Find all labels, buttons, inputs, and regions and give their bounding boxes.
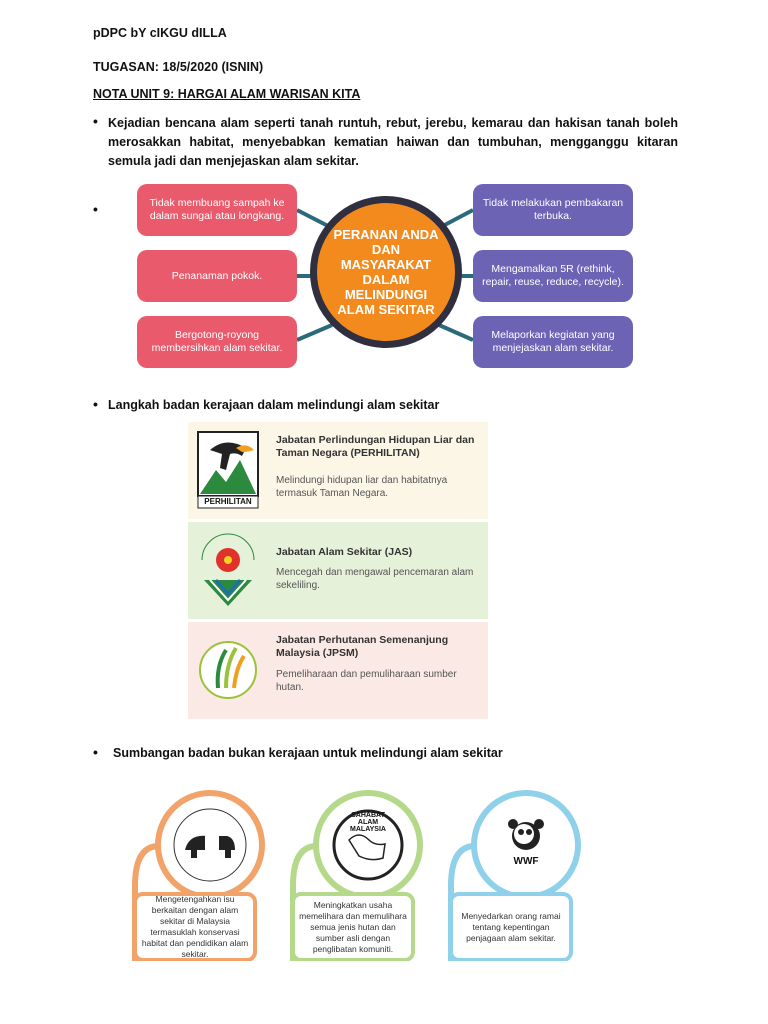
gov-heading: Langkah badan kerajaan dalam melindungi … <box>108 398 440 412</box>
ngo-heading: Sumbangan badan bukan kerajaan untuk mel… <box>113 746 503 760</box>
ngo-section: SAHABAT ALAM MALAYSIA WWF Mengetengahkan… <box>125 786 595 961</box>
agency-name: Jabatan Alam Sekitar (JAS) <box>276 546 413 558</box>
agency-name: Jabatan Perhutanan Semenanjung Malaysia … <box>276 634 449 659</box>
role-box-gotong-royong: Bergotong-royong membersihkan alam sekit… <box>137 316 297 368</box>
agency-desc: Pemeliharaan dan pemuliharaan sumber hut… <box>276 669 457 693</box>
role-box-plant-trees: Penanaman pokok. <box>137 250 297 302</box>
perhilitan-logo: PERHILITAN <box>196 430 260 510</box>
author-line: pDPC bY cIKGU dILLA <box>93 26 227 40</box>
ngo-desc-wwf: Menyedarkan orang ramai tentang kepentin… <box>449 892 573 961</box>
role-box-no-litter: Tidak membuang sampah ke dalam sungai at… <box>137 184 297 236</box>
panda-icon <box>508 819 544 850</box>
sahabat-alam-logo: SAHABAT ALAM MALAYSIA <box>313 790 423 900</box>
jpsm-logo <box>196 630 260 710</box>
jas-logo <box>196 530 260 610</box>
perhilitan-logo-text: PERHILITAN <box>204 497 252 506</box>
bullet-2: • <box>93 201 98 217</box>
role-box-5r: Mengamalkan 5R (rethink, repair, reuse, … <box>473 250 633 302</box>
agency-row-perhilitan: PERHILITAN Jabatan Perlindungan Hidupan … <box>188 422 488 519</box>
agency-desc: Mencegah dan mengawal pencemaran alam se… <box>276 567 474 591</box>
wwf-logo: WWF <box>471 790 581 900</box>
center-title: PERANAN ANDA DAN MASYARAKAT DALAM MELIND… <box>317 203 455 341</box>
intro-paragraph: Kejadian bencana alam seperti tanah runt… <box>108 116 678 168</box>
agency-row-jas: Jabatan Alam Sekitar (JAS) Mencegah dan … <box>188 522 488 619</box>
bullet-4: • <box>93 744 98 760</box>
agency-name: Jabatan Perlindungan Hidupan Liar dan Ta… <box>276 434 475 459</box>
wwf-text: WWF <box>513 856 539 867</box>
task-date: TUGASAN: 18/5/2020 (ISNIN) <box>93 60 264 74</box>
bullet-1: • <box>93 113 98 129</box>
ngo-desc-mns: Mengetengahkan isu berkaitan dengan alam… <box>133 892 257 961</box>
ngo-connectors <box>132 843 476 961</box>
role-mind-map: Tidak membuang sampah ke dalam sungai at… <box>137 180 633 376</box>
agency-desc: Melindungi hidupan liar dan habitatnya t… <box>276 475 448 499</box>
agency-row-jpsm: Jabatan Perhutanan Semenanjung Malaysia … <box>188 622 488 719</box>
bullet-3: • <box>93 396 98 412</box>
mns-logo <box>155 790 265 900</box>
note-title: NOTA UNIT 9: HARGAI ALAM WARISAN KITA <box>93 87 361 101</box>
role-box-no-open-burning: Tidak melakukan pembakaran terbuka. <box>473 184 633 236</box>
sahabat-alam-text: SAHABAT ALAM MALAYSIA <box>350 812 386 833</box>
ngo-desc-sam: Meningkatkan usaha memelihara dan memuli… <box>291 892 415 961</box>
agency-table: PERHILITAN Jabatan Perlindungan Hidupan … <box>188 422 488 719</box>
center-circle: PERANAN ANDA DAN MASYARAKAT DALAM MELIND… <box>310 196 462 348</box>
role-box-report: Melaporkan kegiatan yang menjejaskan ala… <box>473 316 633 368</box>
